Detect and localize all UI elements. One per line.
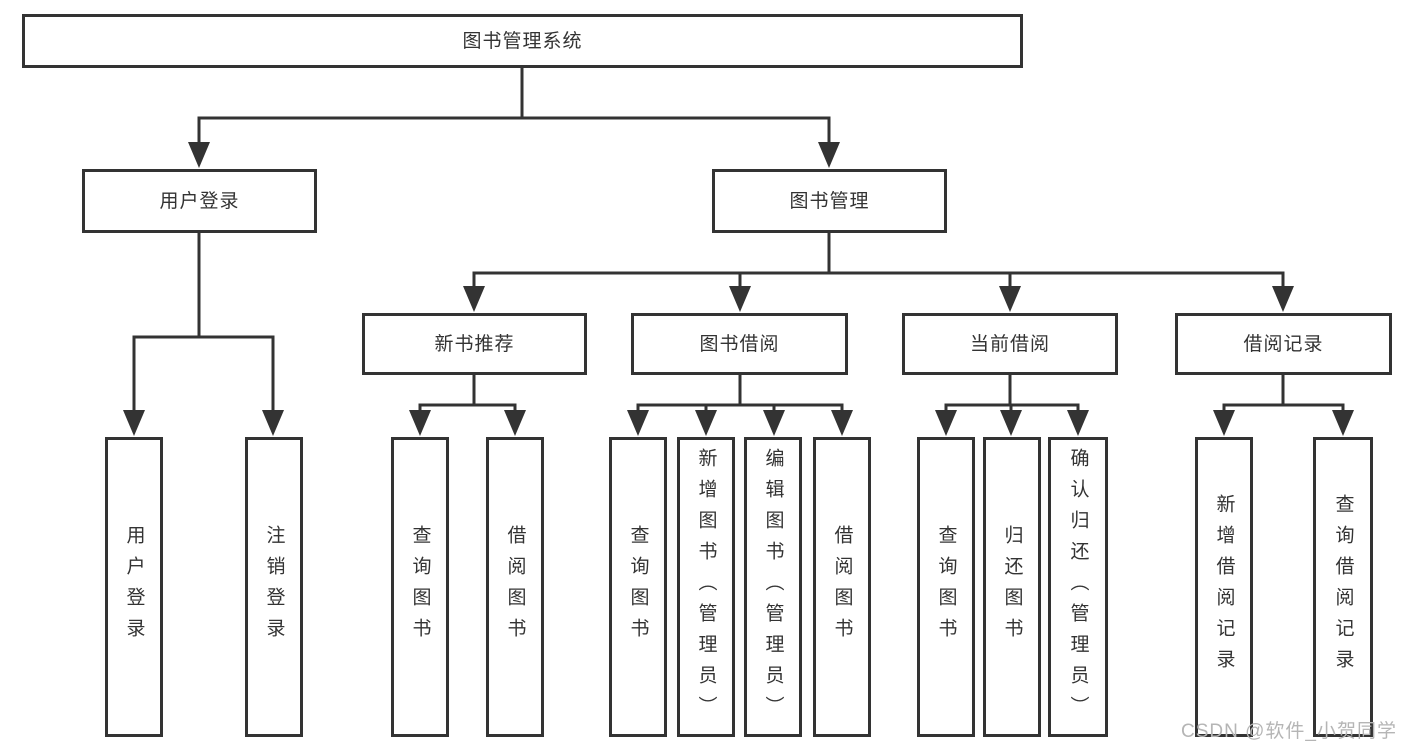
node-current-borrow: 当前借阅 [902,313,1118,375]
node-root: 图书管理系统 [22,14,1023,68]
node-bb-borrow-book: 借阅图书 [813,437,871,737]
node-bb-add-book-admin: 新增图书（管理员） [677,437,735,737]
node-bb-query-book: 查询图书 [609,437,667,737]
node-book-management: 图书管理 [712,169,947,233]
node-leaf-logout: 注销登录 [245,437,303,737]
node-book-borrow: 图书借阅 [631,313,848,375]
node-br-add-record: 新增借阅记录 [1195,437,1253,737]
node-new-book-recommend: 新书推荐 [362,313,587,375]
node-bb-edit-book-admin: 编辑图书（管理员） [744,437,802,737]
node-br-query-record: 查询借阅记录 [1313,437,1373,737]
node-cb-return-book: 归还图书 [983,437,1041,737]
node-borrow-record: 借阅记录 [1175,313,1392,375]
watermark: CSDN @软件_小贺同学 [1181,721,1397,742]
node-cb-confirm-return-admin: 确认归还（管理员） [1048,437,1108,737]
node-rec-query-book: 查询图书 [391,437,449,737]
node-user-login: 用户登录 [82,169,317,233]
node-leaf-user-login: 用户登录 [105,437,163,737]
node-cb-query-book: 查询图书 [917,437,975,737]
node-rec-borrow-book: 借阅图书 [486,437,544,737]
